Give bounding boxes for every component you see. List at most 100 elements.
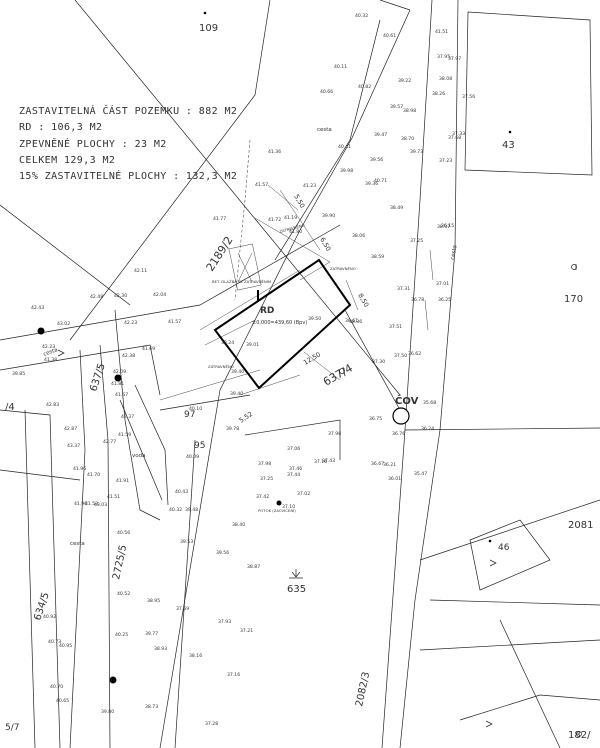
spot-height-label: 42.87: [64, 426, 77, 432]
road-label: cesta: [70, 541, 85, 547]
spot-height-label: 41.91: [116, 478, 129, 484]
garden-symbol-icon: [571, 264, 577, 270]
house-level: ±0,000=439,60 (Bpv): [252, 320, 307, 326]
spot-height-label: 37.46: [289, 466, 302, 472]
area-label: ZATRAVNĚNO: [330, 266, 356, 271]
proposed-site-elements: [159, 139, 434, 401]
spot-height-label: 40.10: [189, 406, 202, 412]
spot-height-label: 39.36: [365, 181, 378, 187]
sewer-line: [344, 309, 401, 411]
spot-height-label: 42.23: [124, 320, 137, 326]
spot-height-label: 39.50: [308, 316, 321, 322]
spot-height-label: 42.77: [103, 439, 116, 445]
summary-line: ZASTAVITELNÁ ČÁST POZEMKU : 882 M2: [19, 106, 238, 117]
spot-height-label: 38.49: [390, 205, 403, 211]
area-label: POTOK (ZACVIČENÍ): [258, 508, 296, 513]
parcel-number: 635: [287, 584, 306, 595]
spot-height-label: 42.83: [46, 402, 59, 408]
spot-height-label: 41.23: [303, 183, 316, 189]
parcel-number: 637/5: [88, 362, 107, 393]
spot-height-label: 39.01: [246, 342, 259, 348]
spot-height-label: 41.96: [73, 466, 86, 472]
summary-line: CELKEM 129,3 M2: [19, 154, 116, 166]
spot-height-label: 40.73: [48, 639, 61, 645]
spot-height-label: 37.98: [328, 431, 341, 437]
spot-height-label: 37.23: [439, 158, 452, 164]
area-summary: ZASTAVITELNÁ ČÁST POZEMKU : 882 M2 RD : …: [19, 104, 237, 185]
wastewater-plant-symbol: [392, 407, 410, 425]
spot-height-label: 38.87: [247, 564, 260, 570]
parcel-number: 2725/5: [111, 544, 129, 581]
spot-height-label: 36.62: [408, 351, 421, 357]
spot-height-label: 40.92: [43, 614, 56, 620]
spot-height-label: 43.03: [94, 502, 107, 508]
survey-point-icon: [488, 539, 492, 543]
area-label: ZATRAVNĚNO: [279, 222, 305, 233]
spot-height-label: 38.16: [189, 653, 202, 659]
spot-height-label: 36.01: [388, 476, 401, 482]
spot-height-label: 39.56: [216, 550, 229, 556]
spot-height-label: 42.11: [134, 268, 147, 274]
spot-height-label: 37.51: [389, 324, 402, 330]
spot-height-label: 37.93: [218, 619, 231, 625]
spot-height-label: 41.70: [87, 472, 100, 478]
spot-height-label: 35.68: [423, 400, 436, 406]
spot-height-label: 41.77: [213, 216, 226, 222]
parcel-number: 2081: [568, 520, 593, 531]
spot-height-label: 42.09: [113, 369, 126, 375]
spot-height-label: 39.48: [185, 507, 198, 513]
parcel-number: 2189/2: [204, 234, 236, 274]
spot-height-label: 38.61: [345, 318, 358, 324]
spot-height-label: 38.70: [401, 136, 414, 142]
spot-height-label: 41.38: [44, 357, 57, 363]
parcel-number: 2082/3: [354, 671, 372, 708]
spot-height-label: 38.59: [371, 254, 384, 260]
spot-height-label: 42.48: [90, 294, 103, 300]
spot-height-label: 43.37: [67, 443, 80, 449]
spot-height-label: 37.16: [227, 672, 240, 678]
road-label: cesta: [317, 127, 332, 133]
spot-height-label: 41.57: [255, 182, 268, 188]
garden-symbol-icon: [576, 731, 582, 737]
spot-height-label: 42.30: [114, 293, 127, 299]
spot-height-label: 42.37: [121, 414, 134, 420]
spot-height-label: 36.76: [392, 431, 405, 437]
spot-height-label: 42.04: [153, 292, 166, 298]
area-label: BET. DLAŽBA SE ZATRAVNĚNÍM: [212, 279, 271, 284]
spot-height-label: 39.40: [230, 391, 243, 397]
spot-height-label: 37.10: [282, 504, 295, 510]
spot-height-label: 39.80: [101, 709, 114, 715]
spot-height-label: 37.28: [205, 721, 218, 727]
spot-height-label: 37.02: [297, 491, 310, 497]
annotations: cestacestacestacestavodaZATRAVNĚNOZATRAV…: [43, 127, 459, 547]
spot-height-label: 41.67: [115, 392, 128, 398]
spot-height-label: 40.70: [50, 684, 63, 690]
survey-point-icon: [203, 11, 207, 15]
spot-height-label: 37.98: [258, 461, 271, 467]
meadow-symbol-icon: [289, 569, 303, 579]
spot-height-label: 36.67: [371, 461, 384, 467]
boundary-mark-icon: [114, 374, 122, 382]
spot-height-label: 39.53: [180, 539, 193, 545]
spot-height-label: 40.25: [115, 632, 128, 638]
boundary-mark-icon: [109, 676, 117, 684]
spot-height-label: 37.68: [448, 135, 461, 141]
spot-height-label: 39.73: [410, 149, 423, 155]
spot-height-label: 38.06: [352, 233, 365, 239]
road-symbol-icon: [57, 349, 497, 728]
spot-height-label: 40.32: [169, 507, 182, 513]
culture-symbols: [57, 264, 582, 737]
spot-height-label: 36.15: [441, 223, 454, 229]
spot-height-label: 39.57: [390, 104, 403, 110]
spot-height-label: 39.22: [398, 78, 411, 84]
spot-height-label: 41.51: [435, 29, 448, 35]
spot-height-label: 41.57: [168, 319, 181, 325]
spot-height-label: 41.81: [111, 381, 124, 387]
parcel-number: 182/: [568, 730, 591, 741]
summary-line: RD : 106,3 M2: [19, 122, 103, 134]
spot-height-label: 39.40: [231, 369, 244, 375]
spot-height-label: 37.42: [256, 494, 269, 500]
spot-height-label: 38.93: [154, 646, 167, 652]
survey-point-icon: [508, 130, 512, 134]
spot-height-label: 37.16: [314, 459, 327, 465]
